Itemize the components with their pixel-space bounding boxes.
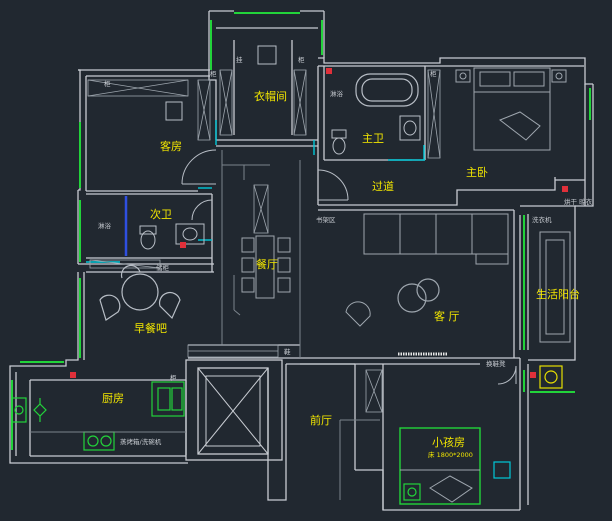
annotations: 挂 柜 柜 淋浴 淋浴 书架区 储柜 鞋 床 1800*2000 蒸烤箱/洗碗机… [98,55,593,459]
closet-island [257,45,277,65]
note-fridge: 柜 [210,69,217,78]
label-guest-room: 客房 [160,139,182,153]
note-hang-1: 挂 [236,55,243,64]
basin-guest [175,223,205,245]
balcony-rack [539,231,571,343]
label-kitchen: 厨房 [102,392,124,405]
guest-desk [165,101,183,121]
note-study-area: 书架区 [316,215,336,224]
bathtub [355,73,419,107]
door-swings [181,149,517,385]
note-shower-master: 淋浴 [330,89,344,98]
basin-master [399,115,421,141]
note-shoe-bench: 换鞋凳 [486,359,506,368]
label-dining-room: 餐厅 [256,257,278,271]
kids-lamp [403,483,421,501]
label-foyer: 前厅 [310,413,332,427]
label-master-bath: 主卫 [362,132,384,145]
partition-lines [221,150,380,500]
label-master-bedroom: 主卧 [466,166,488,179]
label-kids-room: 小孩房 [432,436,465,449]
wardrobe-hatches [87,69,441,413]
balcony-sink [11,397,27,423]
note-oven: 蒸烤箱/洗碗机 [120,437,162,446]
dining-table [241,235,291,299]
kitchen-sink [151,381,185,417]
doors [86,120,425,263]
coffee-table [397,278,440,313]
toilet-guest [139,225,157,250]
kids-bed-frame [399,427,481,505]
room-labels: 衣帽间 客房 主卫 主卧 过道 次卫 餐厅 客 厅 生活阳台 早餐吧 厨房 前厅… [102,89,580,449]
note-kids-room-sub: 床 1800*2000 [428,450,473,459]
note-hang-3: 柜 [430,69,437,78]
elevator-shaft [197,367,269,455]
label-guest-bath: 次卫 [150,207,172,221]
washer [539,365,563,389]
kids-nightstand [493,461,511,479]
note-hang-4: 柜 [104,79,111,88]
label-living-room: 客 厅 [434,309,460,323]
label-corridor: 过道 [372,179,394,193]
red-markers [70,68,568,378]
kids-bed [400,469,480,503]
label-walk-in-closet: 衣帽间 [254,89,287,103]
stove [83,431,115,451]
toilet-master [331,129,347,155]
note-washer: 洗衣机 [532,215,552,224]
plant [33,398,47,422]
note-shoe-cabinet: 鞋 [284,347,291,356]
note-shower-guest: 淋浴 [98,221,112,230]
note-kitchen-cab: 柜 [170,373,177,382]
sofa [363,213,509,265]
label-utility-balcony: 生活阳台 [536,287,580,301]
note-cabinet: 储柜 [156,263,170,272]
note-hang-2: 柜 [298,55,305,64]
armchair [345,301,371,327]
label-breakfast-bar: 早餐吧 [134,321,167,335]
windows [11,12,591,450]
master-bed [455,67,567,151]
note-dryer: 烘干 晾衣 [564,197,593,206]
walls [9,10,594,511]
breakfast-table [99,264,181,321]
